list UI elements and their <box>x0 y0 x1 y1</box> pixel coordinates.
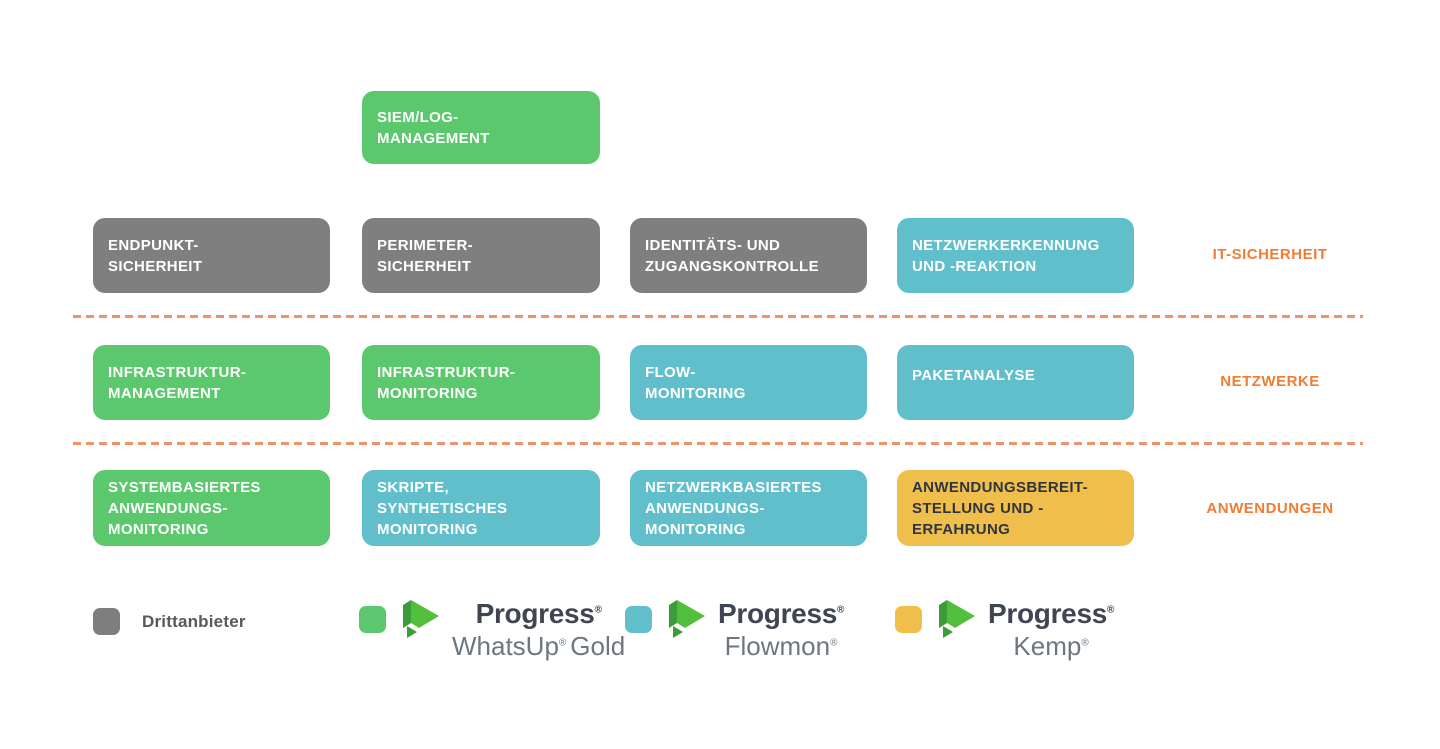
product-name-text: Kemp <box>1013 631 1082 661</box>
product-name-text: WhatsUp <box>452 631 559 661</box>
brand-text-block: Progress® Kemp® <box>988 598 1114 660</box>
brand-name-text: Progress <box>475 598 595 629</box>
category-label-netzwerke: NETZWERKE <box>1220 373 1320 390</box>
category-label-it-sicherheit: IT-SICHERHEIT <box>1212 246 1328 263</box>
registered-mark: ® <box>594 604 602 616</box>
category-label-anwendungen: ANWENDUNGEN <box>1206 500 1334 517</box>
box-anwendungsbereitstellung-erfahrung: ANWENDUNGSBEREIT- STELLUNG UND - ERFAHRU… <box>897 470 1134 546</box>
progress-logo-icon <box>403 600 439 638</box>
box-identitaets-zugangskontrolle: IDENTITÄTS- UND ZUGANGSKONTROLLE <box>630 218 867 293</box>
box-endpunkt-sicherheit: ENDPUNKT- SICHERHEIT <box>93 218 330 293</box>
brand-name-text: Progress <box>718 598 837 629</box>
legend-item-whatsup-gold: Progress® WhatsUp®Gold <box>359 598 625 660</box>
box-siem-log-management: SIEM/LOG- MANAGEMENT <box>362 91 600 164</box>
registered-mark: ® <box>830 637 838 649</box>
box-netzwerkerkennung-reaktion: NETZWERKERKENNUNG UND -REAKTION <box>897 218 1134 293</box>
brand-text-block: Progress® Flowmon® <box>718 598 844 660</box>
box-netzwerkbasiertes-anwendungs-monitoring: NETZWERKBASIERTES ANWENDUNGS- MONITORING <box>630 470 867 546</box>
box-skripte-synthetisches-monitoring: SKRIPTE, SYNTHETISCHES MONITORING <box>362 470 600 546</box>
legend-swatch-flowmon <box>625 606 652 633</box>
registered-mark: ® <box>1107 604 1115 616</box>
legend-item-drittanbieter: Drittanbieter <box>93 608 246 635</box>
brand-name-text: Progress <box>988 598 1107 629</box>
product-name-text: Flowmon <box>724 631 831 661</box>
box-infrastruktur-monitoring: INFRASTRUKTUR- MONITORING <box>362 345 600 420</box>
product-name-suffix: Gold <box>570 631 626 661</box>
legend-swatch-drittanbieter <box>93 608 120 635</box>
registered-mark: ® <box>1081 637 1089 649</box>
brand-text-block: Progress® WhatsUp®Gold <box>452 598 625 660</box>
product-name-flowmon: Flowmon® <box>725 632 838 660</box>
registered-mark: ® <box>558 637 567 649</box>
box-systembasiertes-anwendungs-monitoring: SYSTEMBASIERTES ANWENDUNGS- MONITORING <box>93 470 330 546</box>
box-paketanalyse: PAKETANALYSE <box>897 345 1134 420</box>
legend-label-drittanbieter: Drittanbieter <box>142 611 246 631</box>
product-name-kemp: Kemp® <box>1013 632 1088 660</box>
legend-swatch-whatsup-gold <box>359 606 386 633</box>
brand-name: Progress® <box>988 598 1114 630</box>
box-flow-monitoring: FLOW- MONITORING <box>630 345 867 420</box>
brand-name: Progress® <box>476 598 602 630</box>
row-divider <box>73 442 1363 445</box>
box-perimeter-sicherheit: PERIMETER- SICHERHEIT <box>362 218 600 293</box>
legend-item-kemp: Progress® Kemp® <box>895 598 1114 660</box>
row-divider <box>73 315 1363 318</box>
legend-item-flowmon: Progress® Flowmon® <box>625 598 844 660</box>
box-infrastruktur-management: INFRASTRUKTUR- MANAGEMENT <box>93 345 330 420</box>
progress-logo-icon <box>939 600 975 638</box>
registered-mark: ® <box>837 604 845 616</box>
progress-logo-icon <box>669 600 705 638</box>
product-name-whatsup-gold: WhatsUp®Gold <box>452 632 625 660</box>
brand-name: Progress® <box>718 598 844 630</box>
legend-swatch-kemp <box>895 606 922 633</box>
